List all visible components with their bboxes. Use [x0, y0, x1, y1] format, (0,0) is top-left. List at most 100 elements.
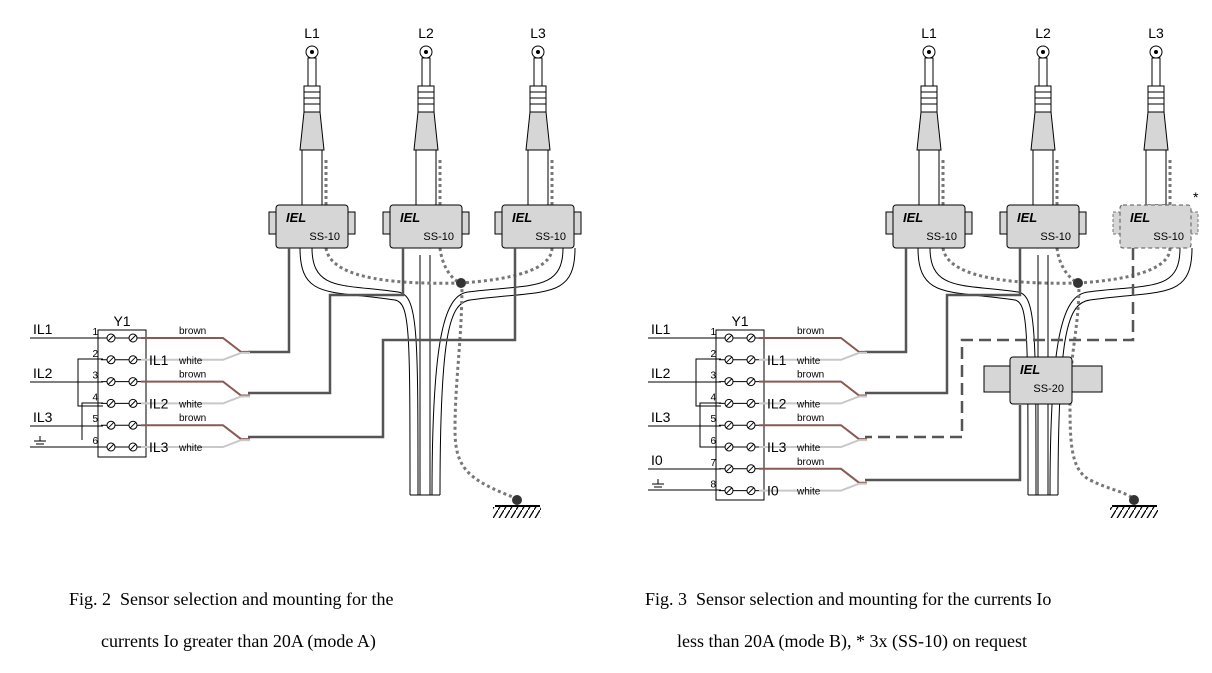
- sensor-model: SS-10: [926, 231, 957, 243]
- input-label-il3: IL3: [651, 409, 671, 425]
- wire-pair-label: IL3: [149, 439, 169, 455]
- figure-3: L1 L2 L3: [648, 25, 1199, 518]
- wire-label-brown: brown: [179, 413, 206, 424]
- ground-icon: [34, 436, 46, 445]
- terminal-3: 3: [710, 371, 761, 387]
- phase-label: L3: [1148, 25, 1164, 41]
- caption-line-2: currents Io greater than 20A (mode A): [101, 631, 376, 651]
- terminal-number: 5: [92, 414, 98, 425]
- ground-symbol: [493, 495, 541, 518]
- input-label-il1: IL1: [33, 321, 53, 337]
- terminal-5: 5: [710, 414, 761, 430]
- terminal-number: 2: [92, 349, 98, 360]
- wire-label-white: white: [178, 443, 203, 454]
- wire-pair-il2: brown white IL2: [759, 370, 867, 411]
- phase-l1: L1: [299, 25, 325, 206]
- wire-pair-label: IL3: [767, 439, 787, 455]
- terminal-1: 1: [710, 327, 761, 343]
- wire-label-white: white: [178, 356, 203, 367]
- sensor-model: SS-10: [423, 231, 454, 243]
- phase-label: L3: [530, 25, 546, 41]
- wire-pair-label: IL2: [767, 395, 787, 411]
- terminal-5: 5: [92, 414, 143, 430]
- sensor-model: SS-20: [1033, 383, 1064, 395]
- sensor-logo: IEL: [1020, 362, 1040, 377]
- wire-pair-label: IL1: [767, 352, 787, 368]
- terminal-block-label: Y1: [731, 313, 748, 329]
- caption-line-1: Fig. 2 Sensor selection and mounting for…: [69, 589, 394, 609]
- terminal-number: 6: [92, 436, 98, 447]
- terminal-8: 8: [710, 480, 761, 496]
- terminal-block-label: Y1: [113, 313, 130, 329]
- wire-pair-il3: brown white IL3: [141, 413, 250, 455]
- terminal-number: 4: [710, 392, 716, 403]
- signal-wires: [865, 248, 1022, 482]
- input-label-il2: IL2: [651, 365, 671, 381]
- terminal-7: 7: [710, 458, 761, 474]
- wire-label-white: white: [178, 399, 203, 410]
- phase-l2: L2: [1030, 25, 1056, 206]
- phase-l2: L2: [413, 25, 439, 206]
- sensor-model: SS-10: [1153, 231, 1184, 243]
- terminal-4: 4: [92, 392, 143, 408]
- junction-dot: [1073, 278, 1083, 288]
- sensor-logo: IEL: [1017, 210, 1037, 225]
- terminal-number: 7: [710, 458, 716, 469]
- figure-2: L1 L2 L3: [30, 25, 582, 518]
- caption-line-1: Fig. 3 Sensor selection and mounting for…: [645, 589, 1052, 609]
- sensor-logo: IEL: [400, 210, 420, 225]
- input-label-i0: I0: [651, 452, 663, 468]
- phase-l1: L1: [916, 25, 942, 206]
- sensor-ss10-l2: IEL SS-10: [999, 204, 1087, 249]
- wire-label-brown: brown: [797, 413, 824, 424]
- terminal-number: 4: [92, 392, 98, 403]
- phase-label: L2: [418, 25, 434, 41]
- wire-pair-il2: brown white IL2: [141, 370, 250, 411]
- terminal-6: 6: [710, 436, 761, 452]
- terminal-1: 1: [92, 327, 143, 343]
- sensor-ss10-l1: IEL SS-10: [268, 204, 356, 249]
- terminal-number: 3: [710, 371, 716, 382]
- input-label-il1: IL1: [651, 321, 671, 337]
- input-lines: [648, 337, 721, 491]
- wire-label-white: white: [796, 356, 821, 367]
- sensor-model: SS-10: [535, 231, 566, 243]
- figure-3-caption: Fig. 3 Sensor selection and mounting for…: [636, 568, 1051, 673]
- wire-label-white: white: [796, 399, 821, 410]
- wire-label-brown: brown: [179, 326, 206, 337]
- sensor-ss20: IEL SS-20: [983, 356, 1103, 405]
- sensor-logo: IEL: [286, 210, 306, 225]
- wire-label-white: white: [796, 443, 821, 454]
- sensor-model: SS-10: [309, 231, 340, 243]
- terminal-number: 3: [92, 371, 98, 382]
- wire-pair-label: IL2: [149, 395, 169, 411]
- ground-icon: [652, 479, 664, 488]
- wire-label-brown: brown: [797, 457, 824, 468]
- wire-label-brown: brown: [797, 370, 824, 381]
- terminal-number: 2: [710, 349, 716, 360]
- sensor-pair-wires: brownwhiteIL1brownwhiteIL2brownwhiteIL3b…: [759, 326, 867, 499]
- terminal-number: 1: [710, 327, 716, 338]
- terminal-2: 2: [710, 349, 761, 365]
- terminal-number: 8: [710, 480, 716, 491]
- terminal-block-y1: Y1 1 2 3 4 5 6 7 8: [710, 313, 765, 501]
- sensor-ss10-l3: IEL SS-10: [494, 204, 582, 249]
- sensor-ss10-l2: IEL SS-10: [382, 204, 470, 249]
- wire-label-brown: brown: [179, 370, 206, 381]
- phase-label: L1: [304, 25, 320, 41]
- input-label-il2: IL2: [33, 365, 53, 381]
- phase-l3: L3: [525, 25, 551, 206]
- wiring-diagrams: L1 L2 L3: [30, 25, 1199, 651]
- terminal-block-y1: Y1 1 2 3 4 5 6: [92, 313, 147, 458]
- terminal-2: 2: [92, 349, 143, 365]
- caption-line-2: less than 20A (mode B), * 3x (SS-10) on …: [677, 631, 1027, 651]
- input-lines: [30, 337, 103, 448]
- terminal-6: 6: [92, 436, 143, 452]
- signal-wires: [248, 248, 517, 439]
- wire-label-white: white: [796, 487, 821, 498]
- wire-label-brown: brown: [797, 326, 824, 337]
- junction-dot: [456, 278, 466, 288]
